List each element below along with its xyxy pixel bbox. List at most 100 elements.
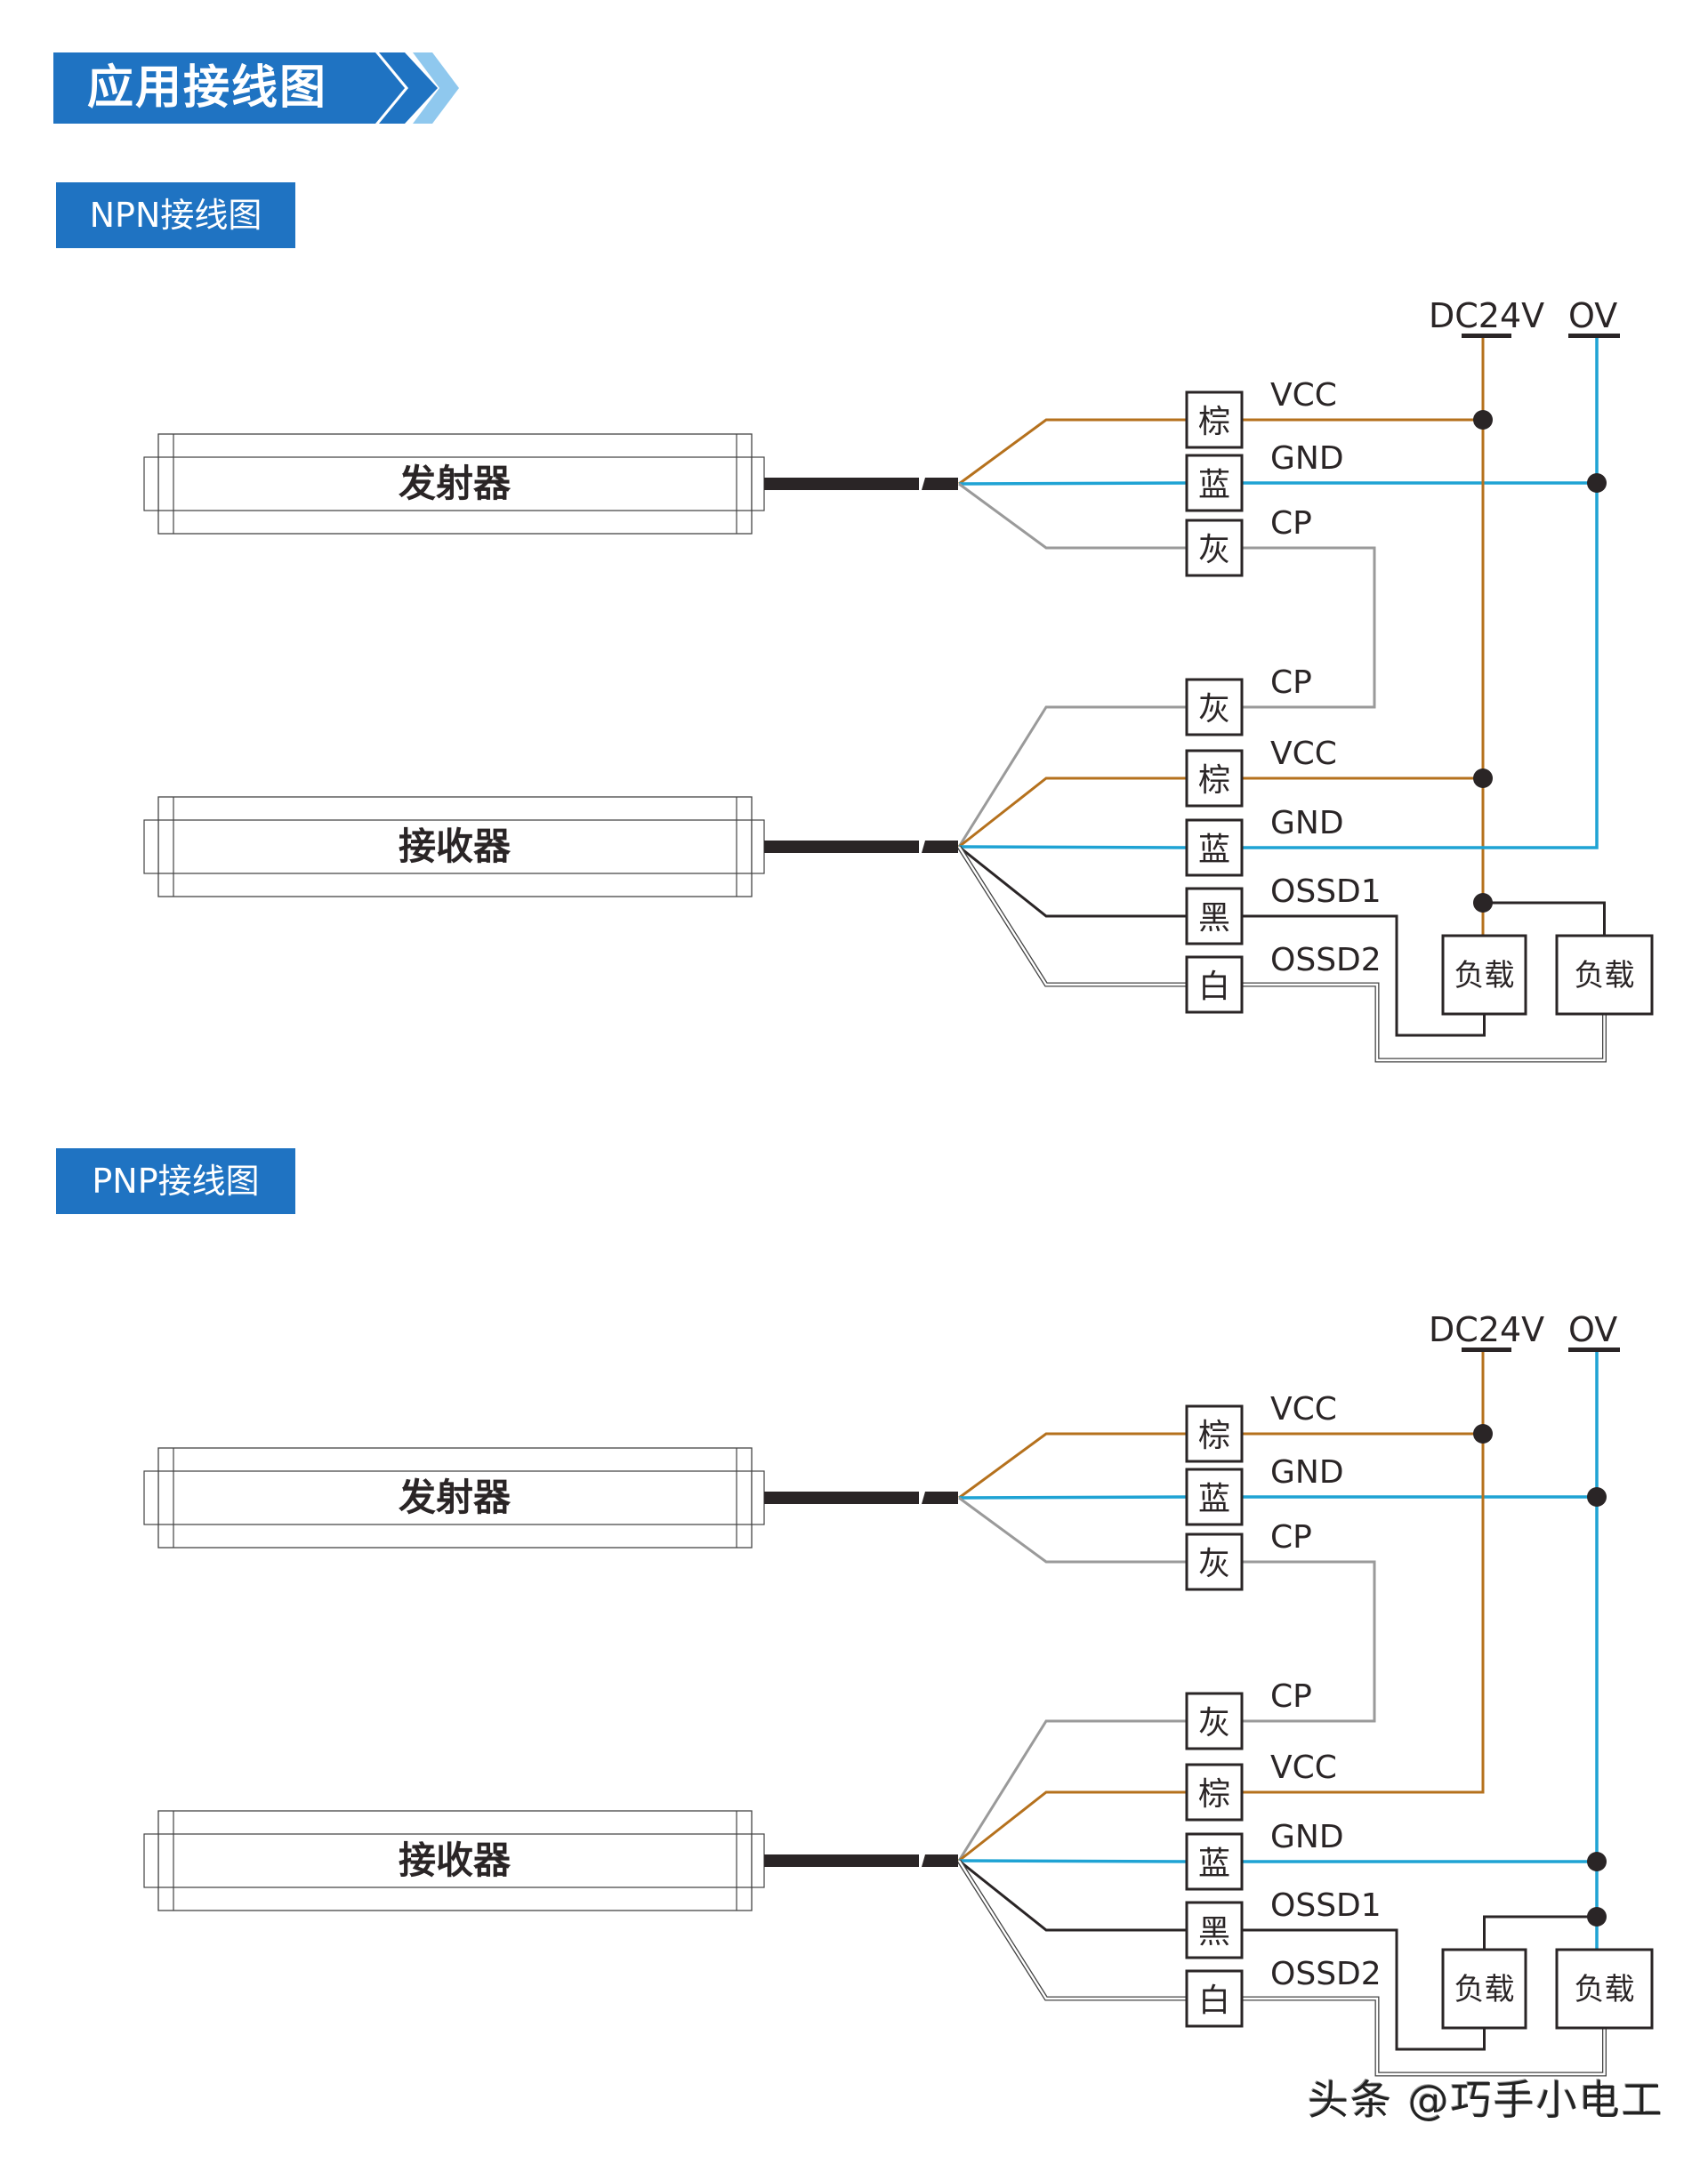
npn-emitter-outline xyxy=(157,433,753,535)
npn-receiver-color-box-0-text: 灰 xyxy=(1198,691,1230,728)
npn-receiver-signal-1: VCC xyxy=(1270,736,1337,772)
page-title: 应用接线图 xyxy=(87,61,328,115)
pnp-emitter: 发射器 xyxy=(143,1447,958,1549)
pnp-emitter-color-box-2-text: 灰 xyxy=(1198,1546,1230,1582)
pnp-receiver-signal-0: CP xyxy=(1270,1678,1312,1715)
pnp-receiver-endcap-right xyxy=(751,1833,765,1888)
npn-junction-vcc-emitter xyxy=(1473,410,1493,430)
pnp-receiver-color-box-3 xyxy=(1185,1901,1244,1959)
pnp-receiver-color-box-1-text: 棕 xyxy=(1198,1776,1230,1813)
npn-section-header: NPN接线图 xyxy=(56,182,295,248)
pnp-receiver-color-box-4 xyxy=(1185,1969,1244,2028)
npn-receiver-color-box-4 xyxy=(1185,955,1244,1014)
npn-emitter-signal-2: CP xyxy=(1270,505,1312,542)
pnp-emitter-endcap-left xyxy=(143,1470,159,1525)
pnp-receiver-color-box-3-text: 黑 xyxy=(1198,1914,1230,1951)
pnp-receiver-color-box-2 xyxy=(1185,1832,1244,1891)
pnp-emitter-color-box-1 xyxy=(1185,1468,1244,1526)
pnp-cp-link xyxy=(1242,1560,1376,1723)
pnp-receiver-cable xyxy=(764,1854,919,1867)
npn-0v-bar xyxy=(1568,334,1620,338)
npn-load-1-text: 负载 xyxy=(1454,958,1515,994)
pnp-junction-load xyxy=(1587,1907,1607,1927)
pnp-receiver-wire-white-core xyxy=(957,1860,1187,2000)
pnp-receiver-signal-2: GND xyxy=(1270,1819,1344,1855)
pnp-emitter-color-box-2 xyxy=(1185,1532,1244,1591)
watermark: 头条 @巧手小电工 xyxy=(1308,2076,1664,2124)
npn-receiver-wire-white-core xyxy=(957,846,1187,986)
pnp-emitter-wire-brown xyxy=(958,1432,1187,1500)
pnp-receiver-color-box-0 xyxy=(1185,1692,1244,1750)
pnp-receiver: 接收器 xyxy=(143,1810,958,1911)
npn-cp-link xyxy=(1242,546,1376,709)
npn-receiver-color-box-3-text: 黑 xyxy=(1198,900,1230,937)
pnp-receiver-color-box-2-text: 蓝 xyxy=(1198,1846,1230,1882)
pnp-ossd1-run xyxy=(1242,1928,1486,2051)
pnp-emitter-endcap-right xyxy=(751,1470,765,1525)
pnp-load-2 xyxy=(1555,1948,1654,2030)
npn-receiver-wire-brown xyxy=(958,776,1187,849)
npn-emitter-endcap-right xyxy=(751,456,765,511)
pnp-section-header: PNP接线图 xyxy=(56,1148,295,1214)
npn-emitter-color-box-1-text: 蓝 xyxy=(1198,467,1230,503)
pnp-receiver-wire-blue xyxy=(958,1859,1188,1863)
pnp-emitter-color-box-1-text: 蓝 xyxy=(1198,1481,1230,1517)
npn-receiver-color-box-0 xyxy=(1185,678,1244,736)
pnp-receiver-color-box-1 xyxy=(1185,1763,1244,1822)
npn-ossd1-run xyxy=(1242,914,1486,1037)
pnp-receiver-color-box-4-text: 白 xyxy=(1198,1983,1230,2019)
pnp-0v-label: OV xyxy=(1568,1310,1617,1349)
pnp-emitter-wire-blue xyxy=(958,1495,1188,1500)
npn-dc24v-bar xyxy=(1462,334,1511,338)
pnp-receiver-label: 接收器 xyxy=(399,1838,512,1882)
pnp-receiver-signal-1: VCC xyxy=(1270,1750,1337,1786)
npn-emitter-label: 发射器 xyxy=(399,462,512,505)
npn-emitter-cable xyxy=(764,478,919,490)
npn-receiver-cable xyxy=(764,841,919,853)
npn-emitter-signal-0: VCC xyxy=(1270,377,1337,414)
pnp-receiver-signal-4: OSSD2 xyxy=(1270,1956,1382,1992)
npn-receiver-color-box-4-text: 白 xyxy=(1198,969,1230,1005)
npn-emitter-color-box-1 xyxy=(1185,454,1244,512)
npn-receiver-color-box-1-text: 棕 xyxy=(1198,762,1230,799)
banner-arrow-shape xyxy=(53,52,459,124)
pnp-emitter-wire-gray xyxy=(958,1496,1187,1564)
npn-receiver-cable-end xyxy=(922,841,958,853)
pnp-load1-supply xyxy=(1483,1915,1597,1950)
pnp-dc24v-label: DC24V xyxy=(1429,1310,1544,1349)
npn-receiver-signal-4: OSSD2 xyxy=(1270,942,1382,978)
pnp-receiver-wire-black xyxy=(958,1859,1187,1932)
npn-receiver-color-box-2-text: 蓝 xyxy=(1198,832,1230,868)
npn-receiver-color-box-2 xyxy=(1185,818,1244,877)
pnp-emitter-signal-1: GND xyxy=(1270,1454,1344,1491)
npn-ossd2-run-outline xyxy=(1242,982,1607,1063)
pnp-emitter-label: 发射器 xyxy=(399,1476,512,1519)
npn-receiver-signal-2: GND xyxy=(1270,805,1344,841)
pnp-ossd2-run-outline xyxy=(1242,1996,1607,2077)
pnp-junction-gnd-receiver xyxy=(1587,1852,1607,1871)
npn-emitter-color-box-0-text: 棕 xyxy=(1198,404,1230,440)
pnp-0v-bar xyxy=(1568,1347,1620,1352)
npn-receiver-signal-3: OSSD1 xyxy=(1270,873,1382,910)
pnp-receiver-cable-end xyxy=(922,1854,958,1867)
npn-receiver-endcap-left xyxy=(143,819,159,874)
npn-load-2-text: 负载 xyxy=(1575,958,1635,994)
npn-receiver-color-box-3 xyxy=(1185,887,1244,945)
npn-receiver-color-box-1 xyxy=(1185,749,1244,808)
npn-emitter-wire-blue xyxy=(958,481,1188,486)
npn-emitter-cable-end xyxy=(922,478,958,490)
pnp-junction-gnd-emitter xyxy=(1587,1487,1607,1507)
npn-junction-gnd-emitter xyxy=(1587,473,1607,493)
npn-emitter-wire-gray xyxy=(958,482,1187,550)
npn-0v-rail xyxy=(1242,338,1599,849)
npn-ossd2-run-core xyxy=(1242,983,1606,1062)
pnp-load-1 xyxy=(1441,1948,1527,2030)
pnp-emitter-signal-0: VCC xyxy=(1270,1391,1337,1428)
pnp-emitter-signal-2: CP xyxy=(1270,1519,1312,1556)
npn-load2-supply xyxy=(1483,901,1606,936)
npn-receiver-label: 接收器 xyxy=(399,825,512,868)
npn-emitter-color-box-2 xyxy=(1185,519,1244,577)
pnp-emitter-cable-end xyxy=(922,1492,958,1504)
